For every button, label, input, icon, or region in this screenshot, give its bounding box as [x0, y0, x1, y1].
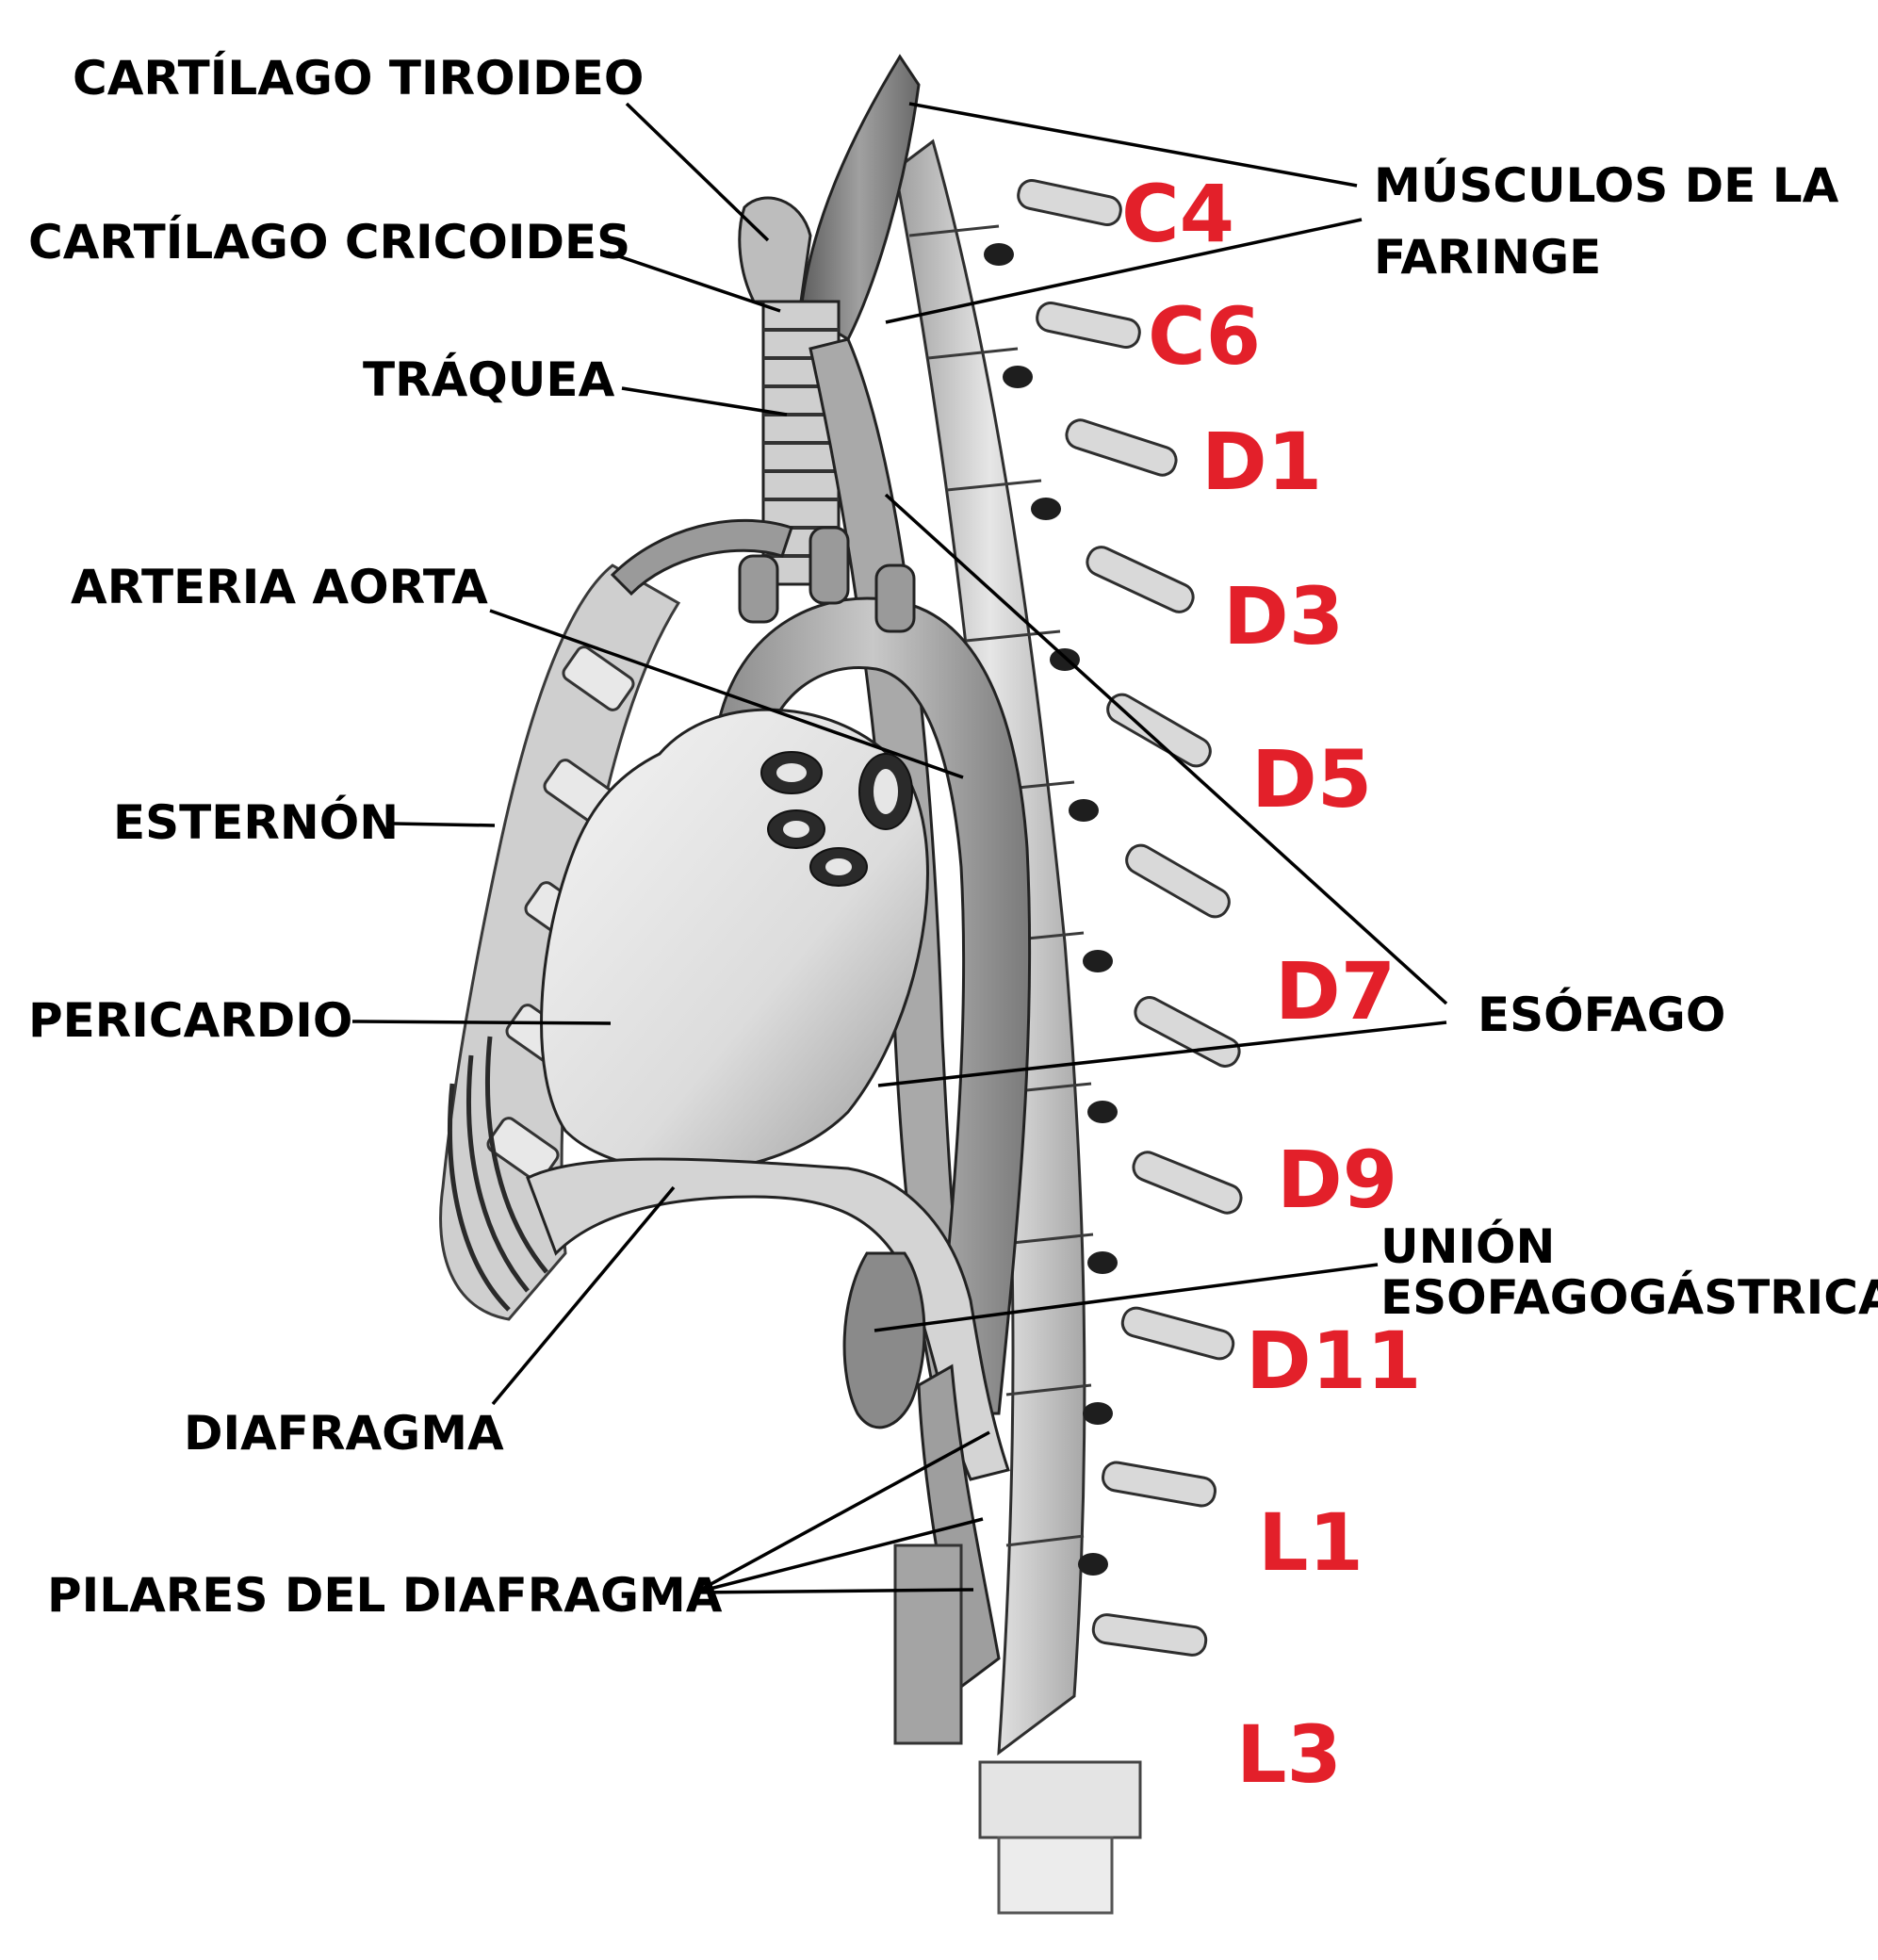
label-union-esofagogastrica-line1: UNIÓN	[1380, 1223, 1555, 1270]
vertebra-label-l1: L1	[1258, 1503, 1364, 1582]
vertebra-label-c4: C4	[1121, 174, 1234, 253]
label-pericardio: PERICARDIO	[28, 997, 352, 1044]
leader-esternon	[394, 824, 495, 825]
vertebra-label-l3: L3	[1236, 1715, 1342, 1794]
vertebra-label-d5: D5	[1251, 740, 1372, 819]
vertebra-label-d1: D1	[1201, 422, 1322, 501]
leader-cartilago-tiroideo	[627, 104, 768, 240]
vertebra-label-d7: D7	[1275, 952, 1396, 1031]
vertebra-label-c6: C6	[1148, 297, 1261, 376]
label-union-esofagogastrica-line2: ESOFAGOGÁSTRICA	[1380, 1274, 1878, 1321]
label-musculos-de-la-faringe-line1: MÚSCULOS DE LA	[1374, 162, 1838, 209]
thyroid-cartilage	[740, 198, 810, 302]
label-pilares-del-diafragma: PILARES DEL DIAFRAGMA	[47, 1572, 722, 1619]
label-musculos-de-la-faringe-line2: FARINGE	[1374, 234, 1601, 281]
label-arteria-aorta: ARTERIA AORTA	[71, 564, 488, 611]
label-diafragma: DIAFRAGMA	[184, 1410, 504, 1457]
label-esofago: ESÓFAGO	[1478, 991, 1725, 1038]
vertebra-label-d11: D11	[1246, 1321, 1422, 1400]
esophagogastric-junction	[844, 1253, 924, 1428]
leader-pericardio	[352, 1021, 611, 1023]
label-traquea: TRÁQUEA	[363, 356, 614, 403]
label-cartilago-cricoides: CARTÍLAGO CRICOIDES	[28, 219, 630, 266]
label-esternon: ESTERNÓN	[113, 799, 399, 846]
vertebra-label-d9: D9	[1277, 1140, 1397, 1219]
vertebra-label-d3: D3	[1223, 577, 1344, 656]
label-cartilago-tiroideo: CARTÍLAGO TIROIDEO	[73, 55, 644, 102]
